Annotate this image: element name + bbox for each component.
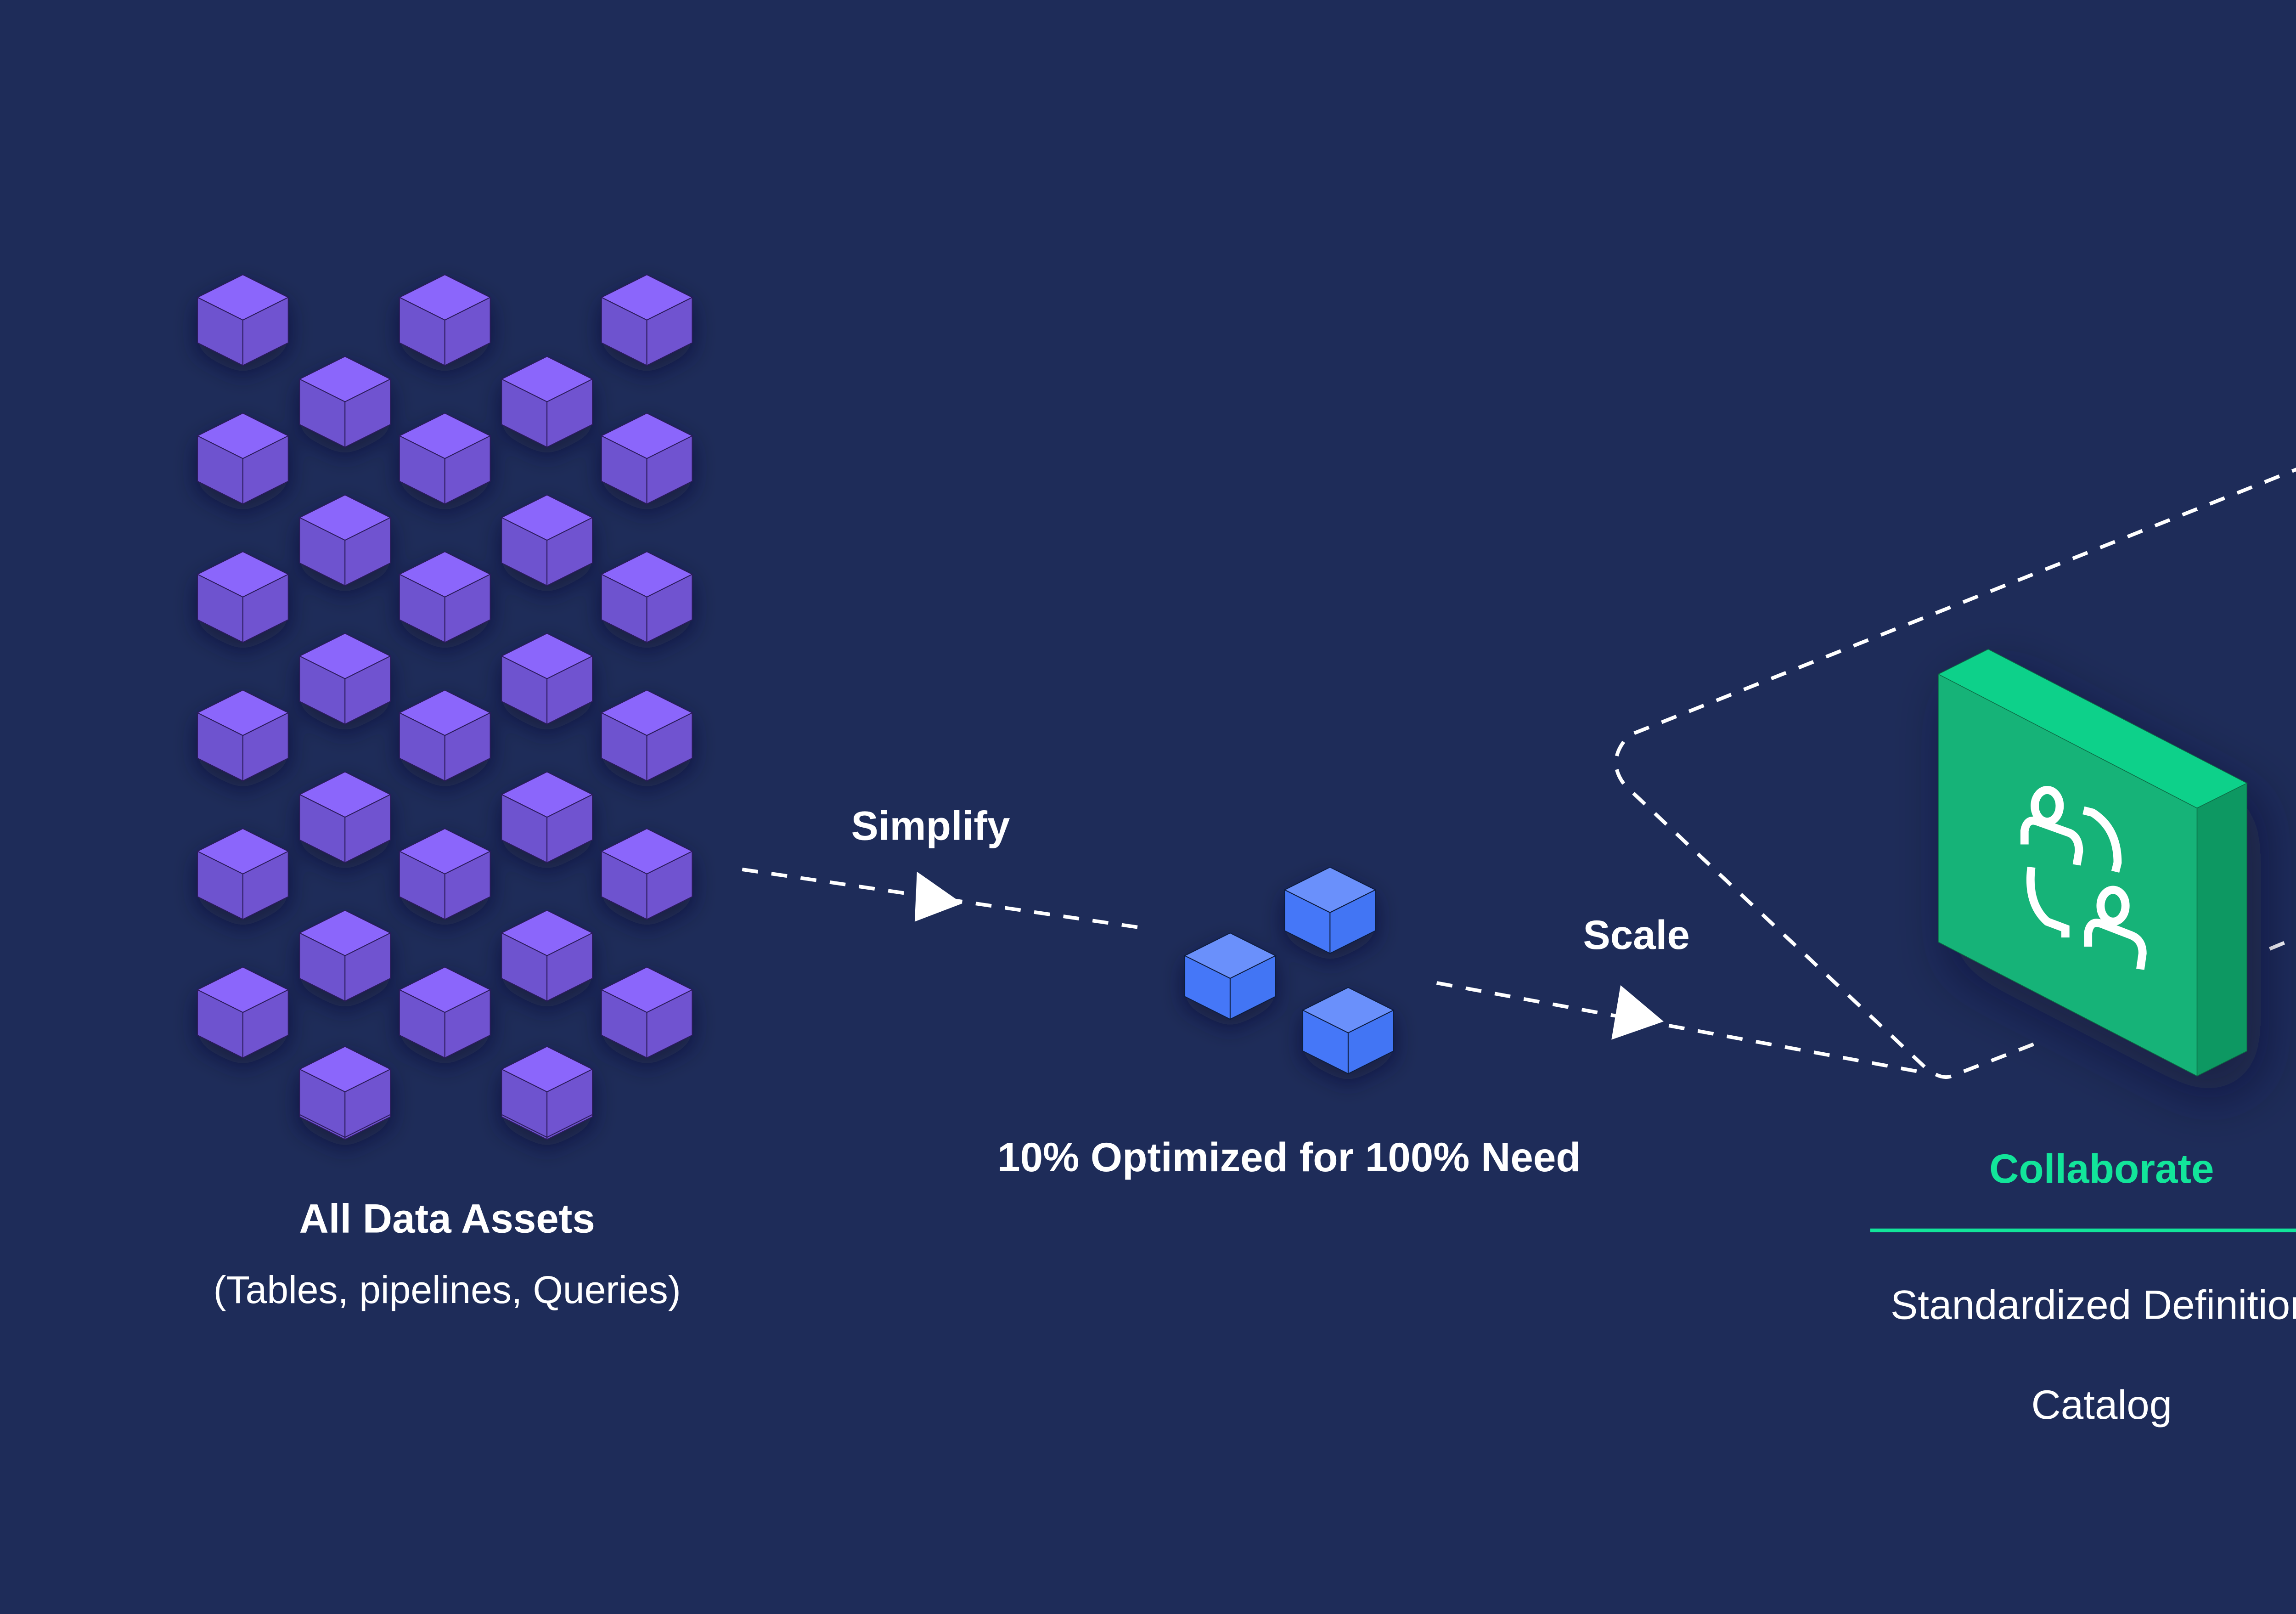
data-asset-cube bbox=[399, 274, 491, 366]
stage-collaborate: Collaborate Standardized Definition Cata… bbox=[1870, 1146, 2296, 1428]
simplify-arrow-head-icon bbox=[914, 871, 962, 922]
data-asset-cube bbox=[601, 412, 693, 505]
data-asset-cube bbox=[501, 494, 593, 587]
data-asset-cube bbox=[601, 274, 693, 366]
collaborate-panel bbox=[1937, 649, 2248, 1077]
scale-label: Scale bbox=[1583, 912, 1689, 958]
optimized-cube bbox=[1302, 987, 1394, 1074]
data-asset-cube bbox=[299, 632, 391, 725]
stage-title: Collaborate bbox=[1989, 1146, 2214, 1191]
users-collaborate-icon bbox=[2020, 786, 2147, 970]
scale-arrow-head-icon bbox=[1611, 985, 1664, 1040]
collaborate-to-consume-line bbox=[2269, 936, 2296, 951]
sources-title: All Data Assets bbox=[299, 1196, 595, 1242]
feedback-loop-line bbox=[1614, 468, 2296, 1079]
data-asset-cube bbox=[399, 828, 491, 920]
data-asset-cube bbox=[601, 966, 693, 1059]
data-asset-cube bbox=[399, 966, 491, 1059]
scale-arrow-line bbox=[1436, 981, 1919, 1073]
optimized-cubes bbox=[1184, 866, 1394, 1074]
data-asset-cube bbox=[197, 274, 289, 366]
stage-item: Catalog bbox=[2032, 1382, 2172, 1428]
data-asset-cube bbox=[501, 632, 593, 725]
simplify-arrow-line bbox=[742, 868, 1147, 931]
data-asset-cube bbox=[299, 494, 391, 587]
data-asset-cube bbox=[197, 966, 289, 1059]
data-asset-cube bbox=[399, 689, 491, 782]
sources-subtitle: (Tables, pipelines, Queries) bbox=[214, 1268, 681, 1311]
data-asset-cube bbox=[197, 412, 289, 505]
data-asset-cube bbox=[197, 689, 289, 782]
data-asset-cube bbox=[601, 551, 693, 643]
simplify-label: Simplify bbox=[851, 803, 1010, 849]
stage-item: Standardized Definition bbox=[1891, 1281, 2296, 1327]
data-asset-cube bbox=[501, 356, 593, 448]
data-asset-cube bbox=[299, 356, 391, 448]
data-asset-cube bbox=[197, 551, 289, 643]
optimized-caption: 10% Optimized for 100% Need bbox=[997, 1134, 1581, 1180]
data-asset-cube bbox=[601, 689, 693, 782]
data-asset-cube bbox=[197, 828, 289, 920]
data-asset-cube bbox=[299, 909, 391, 1002]
data-asset-cubes bbox=[197, 274, 693, 1140]
optimized-cube bbox=[1184, 932, 1276, 1020]
data-asset-cube bbox=[501, 771, 593, 863]
data-asset-cube bbox=[299, 771, 391, 863]
data-asset-cube bbox=[399, 412, 491, 505]
data-asset-cube bbox=[501, 909, 593, 1002]
data-asset-cube bbox=[601, 828, 693, 920]
optimized-cube bbox=[1284, 866, 1376, 954]
data-asset-cube bbox=[399, 551, 491, 643]
